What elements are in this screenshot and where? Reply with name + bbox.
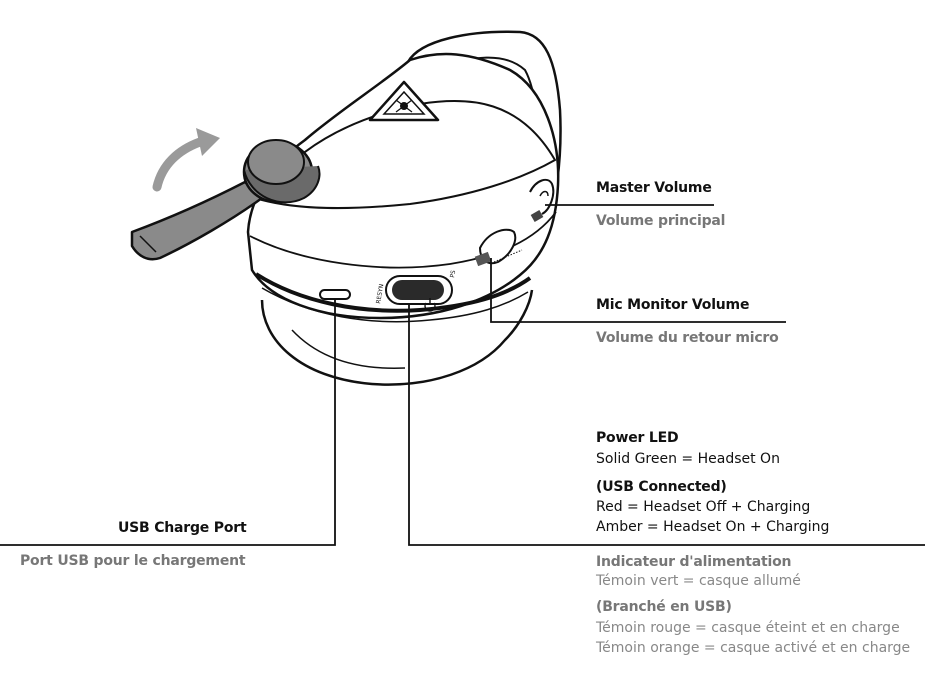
mic-monitor-volume-label: Mic Monitor Volume: [596, 297, 750, 313]
mic-monitor-wheel: [474, 228, 523, 267]
usb-charge-port-label-fr: Port USB pour le chargement: [20, 553, 246, 569]
leader-usb-port: [0, 299, 336, 546]
leader-power-led: [408, 304, 925, 546]
power-led-line-2-fr: Témoin rouge = casque éteint et en charg…: [596, 620, 900, 636]
ear-cushion-inner: [291, 329, 406, 369]
usb-port: [319, 289, 351, 300]
master-volume-label-fr: Volume principal: [596, 213, 726, 229]
switch-right-label: PS: [449, 270, 457, 279]
earcup-seam: [249, 211, 557, 269]
power-switch: RESYN PS: [375, 270, 457, 305]
boom-mic-arm: [130, 139, 321, 261]
power-led-line-1: Solid Green = Headset On: [596, 451, 780, 467]
earcup-band: [254, 272, 532, 313]
power-led-line-3-fr: Témoin orange = casque activé et en char…: [596, 640, 911, 656]
warning-triangle-logo-icon: [368, 80, 440, 122]
power-icon: [424, 298, 436, 312]
earcup-top-plate: [260, 99, 557, 210]
power-led-line-2: Red = Headset Off + Charging: [596, 499, 811, 515]
usb-charge-port-label: USB Charge Port: [118, 520, 247, 536]
rotation-arrow-icon: [152, 128, 220, 192]
mic-monitor-volume-label-fr: Volume du retour micro: [596, 330, 779, 346]
power-led-title-fr: Indicateur d'alimentation: [596, 554, 792, 570]
power-led-line-1-fr: Témoin vert = casque allumé: [596, 573, 801, 589]
power-led-subtitle-fr: (Branché en USB): [596, 599, 732, 615]
earcup-band-lower: [261, 287, 529, 323]
power-led-title: Power LED: [596, 430, 679, 446]
power-led-subtitle: (USB Connected): [596, 479, 727, 495]
master-volume-label: Master Volume: [596, 180, 712, 196]
leader-mic-monitor: [490, 258, 786, 323]
switch-left-label: RESYN: [375, 284, 385, 305]
power-led-line-3: Amber = Headset On + Charging: [596, 519, 830, 535]
